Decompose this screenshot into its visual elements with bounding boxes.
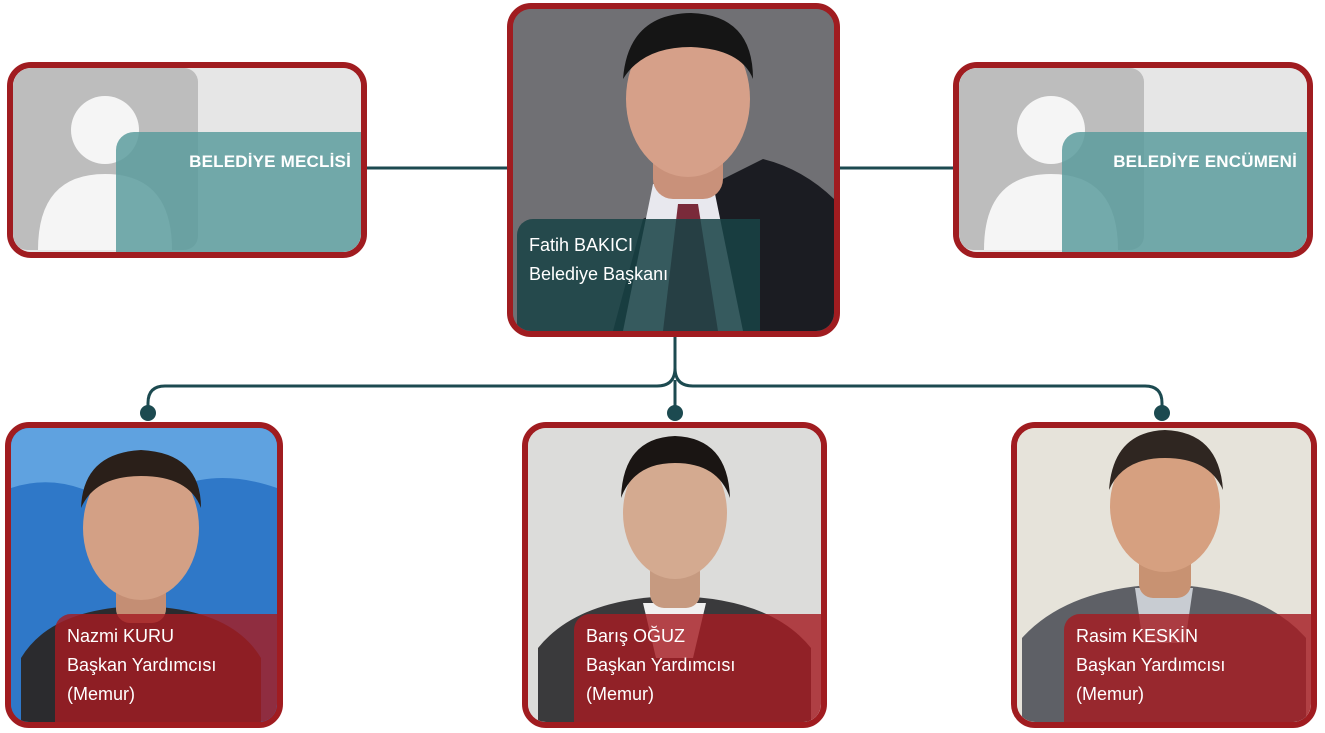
deputy-2-title: Başkan Yardımcısı: [586, 655, 736, 675]
mayor-card[interactable]: Fatih BAKICI Belediye Başkanı: [507, 3, 840, 337]
deputy-card-2[interactable]: Barış OĞUZ Başkan Yardımcısı (Memur): [522, 422, 827, 728]
deputy-1-title: Başkan Yardımcısı: [67, 655, 217, 675]
committee-card[interactable]: BELEDİYE ENCÜMENİ: [953, 62, 1313, 258]
deputy-3-title: Başkan Yardımcısı: [1076, 655, 1226, 675]
connector-dot-right: [1154, 405, 1170, 421]
deputy-3-note: (Memur): [1076, 684, 1144, 704]
mayor-caption: Fatih BAKICI Belediye Başkanı: [517, 219, 760, 331]
deputy-2-name: Barış OĞUZ: [586, 626, 686, 646]
connector-dot-left: [140, 405, 156, 421]
council-label: BELEDİYE MECLİSİ: [116, 132, 361, 252]
deputy-2-note: (Memur): [586, 684, 654, 704]
connector-dot-center: [667, 405, 683, 421]
mayor-name: Fatih BAKICI: [529, 235, 634, 255]
deputy-1-note: (Memur): [67, 684, 135, 704]
council-card[interactable]: BELEDİYE MECLİSİ: [7, 62, 367, 258]
committee-label-text: BELEDİYE ENCÜMENİ: [1113, 152, 1297, 171]
committee-label: BELEDİYE ENCÜMENİ: [1062, 132, 1307, 252]
deputy-3-name: Rasim KESKİN: [1076, 626, 1199, 646]
deputy-1-caption: Nazmi KURU Başkan Yardımcısı (Memur): [55, 614, 277, 722]
deputy-2-caption: Barış OĞUZ Başkan Yardımcısı (Memur): [574, 614, 821, 722]
deputy-1-name: Nazmi KURU: [67, 626, 175, 646]
connector-mayor-deputies: [146, 335, 1164, 412]
deputy-3-caption: Rasim KESKİN Başkan Yardımcısı (Memur): [1064, 614, 1311, 722]
council-label-text: BELEDİYE MECLİSİ: [189, 152, 351, 171]
mayor-title: Belediye Başkanı: [529, 264, 669, 284]
deputy-card-3[interactable]: Rasim KESKİN Başkan Yardımcısı (Memur): [1011, 422, 1317, 728]
deputy-card-1[interactable]: Nazmi KURU Başkan Yardımcısı (Memur): [5, 422, 283, 728]
